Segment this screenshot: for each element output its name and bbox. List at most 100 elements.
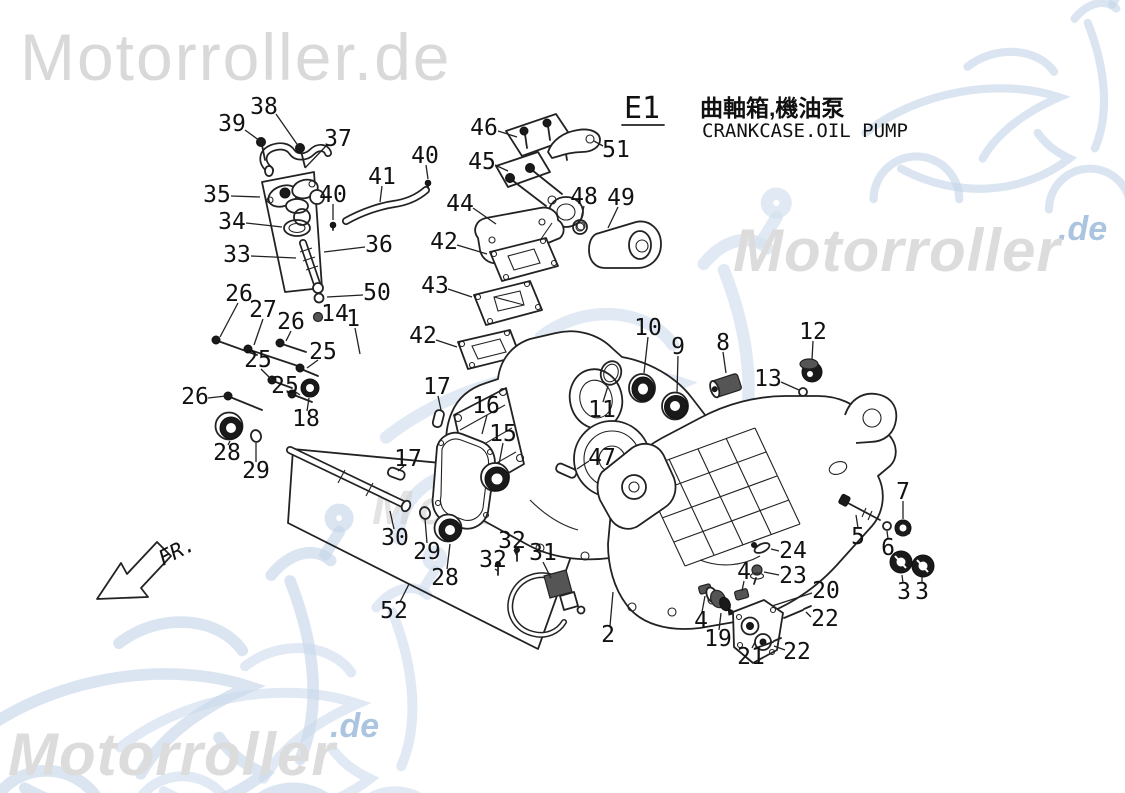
sheet-code: E1 xyxy=(624,91,660,126)
callout-leader-26 xyxy=(207,395,227,399)
part-40-screw xyxy=(424,179,432,189)
callout-leader-45 xyxy=(494,164,509,172)
part-callout-28: 28 xyxy=(431,565,459,591)
parts-drawing xyxy=(211,113,935,664)
part-callout-41: 41 xyxy=(368,164,396,190)
part-7-nut xyxy=(894,519,912,537)
callout-leader-5 xyxy=(855,514,859,529)
part-callout-17: 17 xyxy=(423,374,451,400)
part-40-screw-2 xyxy=(329,221,337,231)
callout-leader-40 xyxy=(425,164,429,180)
part-callout-25: 25 xyxy=(244,347,272,373)
part-4-pin xyxy=(734,588,750,601)
part-48-o-ring xyxy=(572,219,588,235)
direction-arrow-group: FR. xyxy=(96,532,199,600)
part-26-bolt-2 xyxy=(275,338,307,353)
part-3-bearing xyxy=(889,550,913,574)
callout-leader-26 xyxy=(219,302,239,338)
part-26-bolt-3 xyxy=(223,391,263,411)
part-callout-22: 22 xyxy=(783,639,811,665)
callout-leader-47 xyxy=(576,460,590,470)
part-callout-18: 18 xyxy=(292,406,320,432)
part-callout-26: 26 xyxy=(225,281,253,307)
part-callout-30: 30 xyxy=(381,525,409,551)
part-callout-42: 42 xyxy=(430,229,458,255)
callout-leader-32 xyxy=(494,568,499,572)
part-17-dowel-pin-2 xyxy=(386,466,406,481)
callout-leader-34 xyxy=(245,222,283,228)
diagram-title-cjk: 曲軸箱,機油泵 xyxy=(700,95,844,121)
part-callout-14: 14 xyxy=(321,301,349,327)
part-43-reed-valve xyxy=(473,280,543,326)
part-callout-25: 25 xyxy=(309,339,337,365)
part-callout-36: 36 xyxy=(365,232,393,258)
part-callout-26: 26 xyxy=(181,384,209,410)
watermark-tld-bottom-left: .de xyxy=(330,707,379,745)
callout-leader-25 xyxy=(260,368,272,380)
part-37-hose xyxy=(259,142,332,177)
part-16-gasket xyxy=(431,431,496,530)
part-5-bolt xyxy=(838,493,881,521)
callout-leader-26 xyxy=(285,330,292,342)
part-2-right-crankcase xyxy=(596,392,898,630)
part-28-bearing xyxy=(214,411,244,441)
part-callout-23: 23 xyxy=(779,563,807,589)
part-callout-47: 47 xyxy=(588,445,616,471)
callout-leader-42 xyxy=(435,339,458,348)
part-callout-24: 24 xyxy=(779,538,807,564)
callout-leader-24 xyxy=(770,548,780,552)
part-callout-29: 29 xyxy=(242,458,270,484)
part-callout-9: 9 xyxy=(671,334,685,360)
callout-leader-23 xyxy=(763,571,780,576)
callout-leader-9 xyxy=(676,355,679,394)
part-callout-48: 48 xyxy=(570,184,598,210)
part-19-sensor-cone xyxy=(705,586,738,616)
part-callout-32: 32 xyxy=(479,547,507,573)
part-24-screw xyxy=(751,542,771,554)
callout-leader-27 xyxy=(253,318,264,346)
part-callout-29: 29 xyxy=(413,539,441,565)
callout-leader-6 xyxy=(886,530,889,540)
part-12-plug xyxy=(799,358,823,383)
part-callout-27: 27 xyxy=(249,297,277,323)
part-callout-43: 43 xyxy=(421,273,449,299)
callout-leader-3 xyxy=(901,574,904,584)
part-callout-38: 38 xyxy=(250,94,278,120)
callout-leader-44 xyxy=(472,207,497,225)
part-callout-19: 19 xyxy=(704,626,732,652)
part-callout-44: 44 xyxy=(446,191,474,217)
callout-leader-43 xyxy=(447,288,473,298)
part-callout-3: 3 xyxy=(897,579,911,605)
part-35-oil-pump xyxy=(266,178,325,226)
part-callout-31: 31 xyxy=(529,540,557,566)
part-callout-13: 13 xyxy=(754,366,782,392)
part-callout-28: 28 xyxy=(213,440,241,466)
part-27-bolt xyxy=(243,344,299,367)
part-11-o-ring xyxy=(599,360,623,386)
callout-leader-29 xyxy=(424,518,428,544)
part-callout-6: 6 xyxy=(881,535,895,561)
part-callout-32: 32 xyxy=(498,528,526,554)
callout-leader-4 xyxy=(741,580,745,592)
part-38-screw xyxy=(295,143,306,168)
part-29-o-ring xyxy=(250,429,262,443)
front-direction-label: FR. xyxy=(154,532,199,571)
part-47-dowel-pin xyxy=(555,462,578,479)
watermark-wordmark-top-left: Motorroller.de xyxy=(20,20,452,94)
part-callout-12: 12 xyxy=(799,319,827,345)
part-callout-7: 7 xyxy=(896,479,910,505)
part-callout-26: 26 xyxy=(277,309,305,335)
part-callout-11: 11 xyxy=(588,397,616,423)
callout-leader-37 xyxy=(304,145,327,169)
callout-leader-42 xyxy=(456,244,488,255)
part-callout-1: 1 xyxy=(346,306,360,332)
part-25-bolt xyxy=(295,363,319,377)
part-23-screw xyxy=(749,564,765,585)
callout-leader-46 xyxy=(497,130,518,138)
part-29-o-ring-2 xyxy=(419,506,431,520)
part-41-hose xyxy=(342,186,430,225)
callout-leader-33 xyxy=(250,255,297,259)
part-22-bolt-2 xyxy=(755,637,782,649)
